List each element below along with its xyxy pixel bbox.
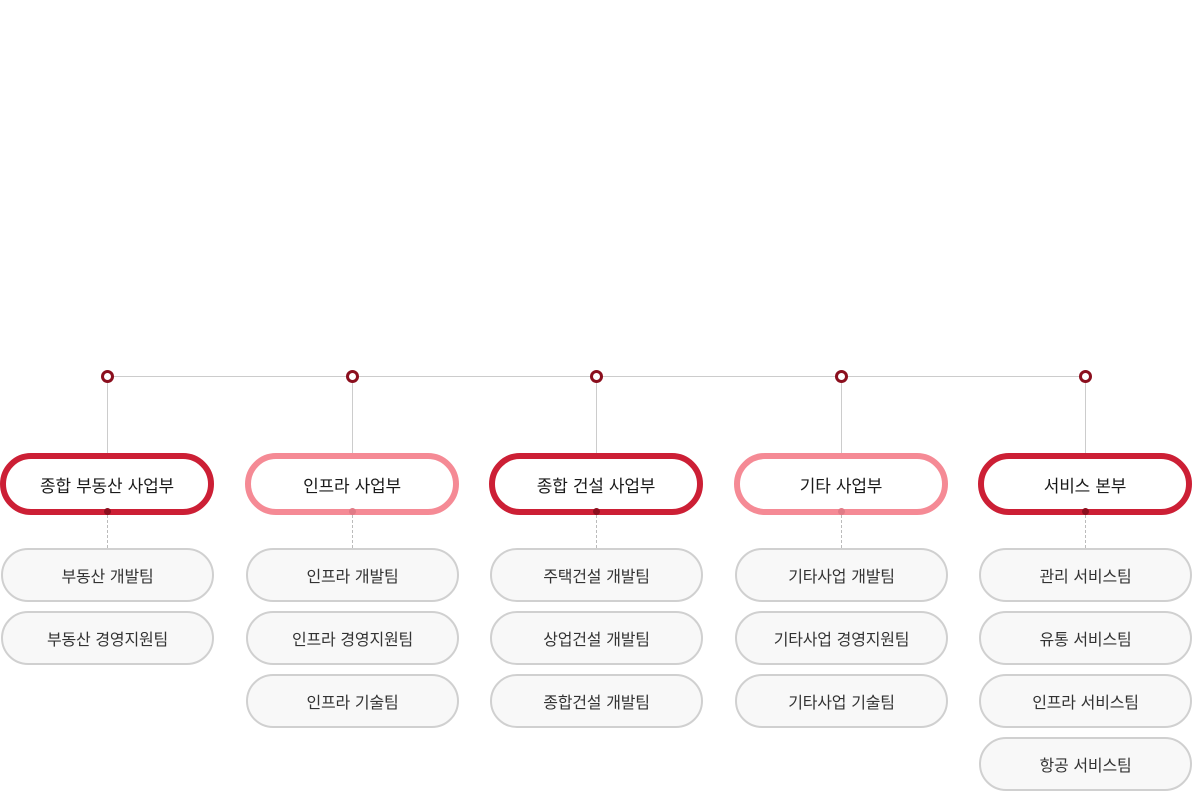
team-item[interactable]: 관리 서비스팀 — [979, 548, 1192, 602]
team-item[interactable]: 인프라 서비스팀 — [979, 674, 1192, 728]
team-item[interactable]: 기타사업 경영지원팀 — [735, 611, 948, 665]
division-box-infra[interactable]: 인프라 사업부 — [245, 453, 459, 515]
division-column-other: 기타 사업부 기타사업 개발팀 기타사업 경영지원팀 기타사업 기술팀 — [734, 0, 948, 808]
dashed-connector — [1085, 515, 1086, 548]
team-item[interactable]: 부동산 개발팀 — [1, 548, 214, 602]
team-item[interactable]: 유통 서비스팀 — [979, 611, 1192, 665]
team-item[interactable]: 주택건설 개발팀 — [490, 548, 703, 602]
node-ring-icon — [1079, 370, 1092, 383]
vertical-connector — [1085, 383, 1086, 455]
team-item[interactable]: 부동산 경영지원팀 — [1, 611, 214, 665]
team-item[interactable]: 기타사업 기술팀 — [735, 674, 948, 728]
division-box-real-estate[interactable]: 종합 부동산 사업부 — [0, 453, 214, 515]
vertical-connector — [107, 383, 108, 455]
team-item[interactable]: 인프라 경영지원팀 — [246, 611, 459, 665]
team-item[interactable]: 항공 서비스팀 — [979, 737, 1192, 791]
team-list: 인프라 개발팀 인프라 경영지원팀 인프라 기술팀 — [246, 548, 459, 737]
vertical-connector — [841, 383, 842, 455]
team-list: 부동산 개발팀 부동산 경영지원팀 — [1, 548, 214, 674]
dashed-connector — [596, 515, 597, 548]
team-item[interactable]: 인프라 기술팀 — [246, 674, 459, 728]
node-ring-icon — [101, 370, 114, 383]
division-box-construction[interactable]: 종합 건설 사업부 — [489, 453, 703, 515]
division-box-other[interactable]: 기타 사업부 — [734, 453, 948, 515]
team-item[interactable]: 인프라 개발팀 — [246, 548, 459, 602]
division-column-construction: 종합 건설 사업부 주택건설 개발팀 상업건설 개발팀 종합건설 개발팀 — [489, 0, 703, 808]
vertical-connector — [596, 383, 597, 455]
division-dot-icon — [104, 508, 111, 515]
team-item[interactable]: 기타사업 개발팀 — [735, 548, 948, 602]
division-column-service: 서비스 본부 관리 서비스팀 유통 서비스팀 인프라 서비스팀 항공 서비스팀 — [978, 0, 1192, 808]
division-dot-icon — [349, 508, 356, 515]
division-box-service[interactable]: 서비스 본부 — [978, 453, 1192, 515]
division-column-infra: 인프라 사업부 인프라 개발팀 인프라 경영지원팀 인프라 기술팀 — [245, 0, 459, 808]
dashed-connector — [352, 515, 353, 548]
dashed-connector — [841, 515, 842, 548]
division-dot-icon — [593, 508, 600, 515]
dashed-connector — [107, 515, 108, 548]
division-dot-icon — [838, 508, 845, 515]
node-ring-icon — [590, 370, 603, 383]
team-item[interactable]: 종합건설 개발팀 — [490, 674, 703, 728]
vertical-connector — [352, 383, 353, 455]
team-list: 기타사업 개발팀 기타사업 경영지원팀 기타사업 기술팀 — [735, 548, 948, 737]
team-list: 관리 서비스팀 유통 서비스팀 인프라 서비스팀 항공 서비스팀 — [979, 548, 1192, 800]
team-list: 주택건설 개발팀 상업건설 개발팀 종합건설 개발팀 — [490, 548, 703, 737]
division-column-real-estate: 종합 부동산 사업부 부동산 개발팀 부동산 경영지원팀 — [0, 0, 214, 808]
division-dot-icon — [1082, 508, 1089, 515]
node-ring-icon — [346, 370, 359, 383]
team-item[interactable]: 상업건설 개발팀 — [490, 611, 703, 665]
node-ring-icon — [835, 370, 848, 383]
